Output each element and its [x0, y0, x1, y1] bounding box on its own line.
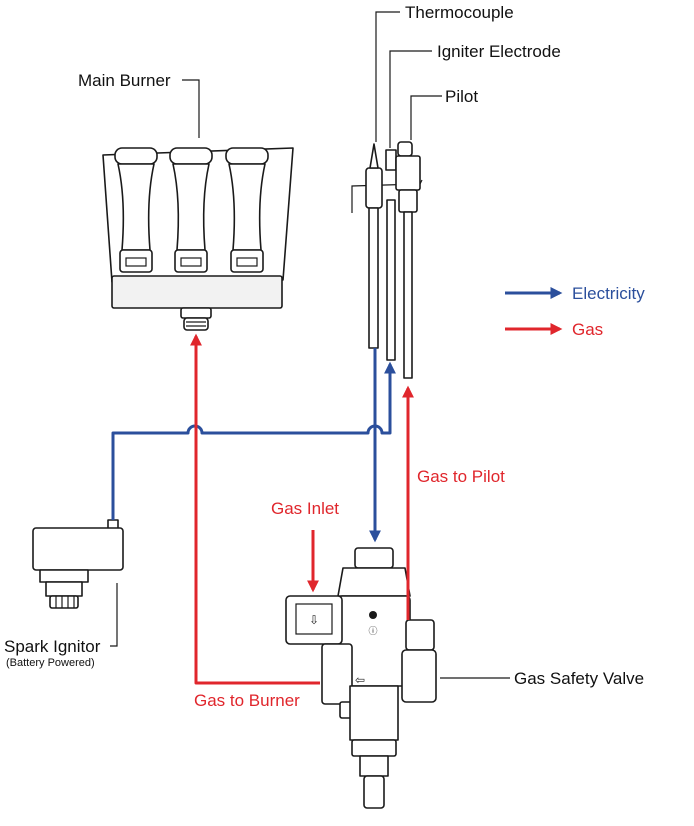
main-burner	[102, 147, 294, 331]
svg-text:⇩: ⇩	[309, 613, 319, 627]
gas-to-burner-label: Gas to Burner	[194, 691, 300, 710]
pilot-assembly	[351, 141, 423, 379]
legend: Electricity Gas	[505, 284, 645, 339]
legend-electricity: Electricity	[572, 284, 645, 303]
labels: Thermocouple Igniter Electrode Pilot Mai…	[4, 3, 644, 710]
gas-to-pilot-label: Gas to Pilot	[417, 467, 505, 486]
gas-safety-valve-label: Gas Safety Valve	[514, 669, 644, 688]
svg-text:⇦: ⇦	[355, 673, 365, 687]
igniter-electrode-label: Igniter Electrode	[437, 42, 561, 61]
gas-inlet-label: Gas Inlet	[271, 499, 339, 518]
gas-lines	[190, 333, 414, 685]
spark-ignitor	[32, 519, 124, 609]
thermocouple-label: Thermocouple	[405, 3, 514, 22]
gas-safety-valve: ⇩ ⓘ ⇦	[285, 547, 437, 809]
pilot-label: Pilot	[445, 87, 478, 106]
legend-gas: Gas	[572, 320, 603, 339]
leader-lines	[110, 11, 510, 679]
electricity-lines	[111, 348, 396, 543]
main-burner-label: Main Burner	[78, 71, 171, 90]
spark-ignitor-note: (Battery Powered)	[6, 657, 95, 669]
spark-ignitor-label: Spark Ignitor	[4, 637, 101, 656]
svg-text:ⓘ: ⓘ	[368, 626, 377, 636]
